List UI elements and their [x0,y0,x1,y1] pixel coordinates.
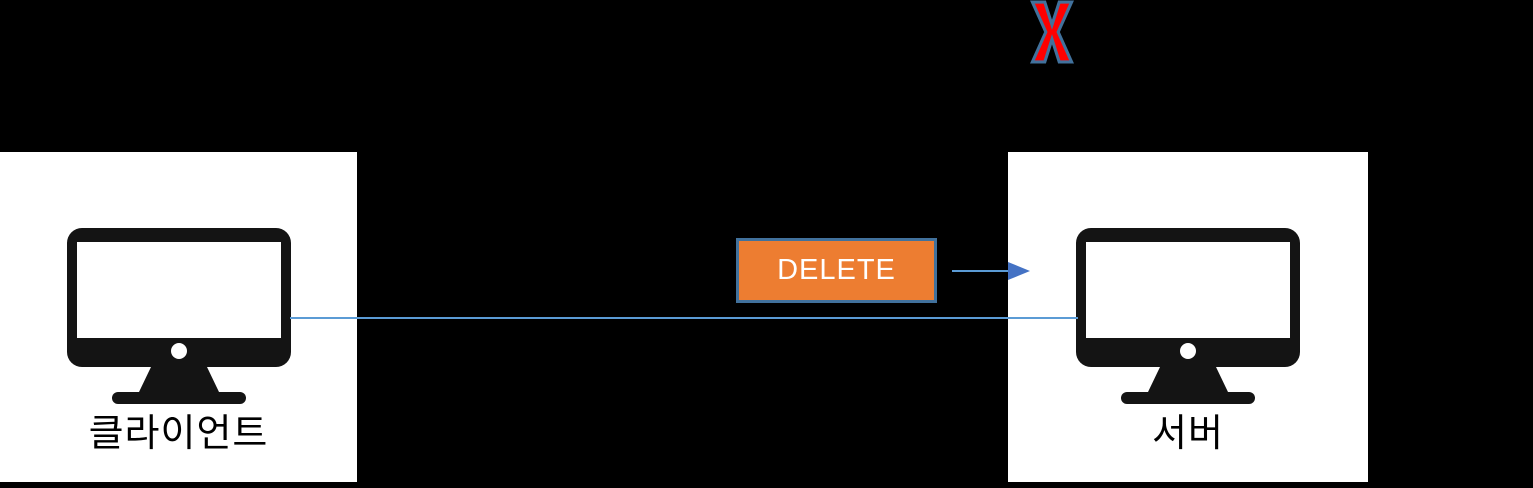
desktop-monitor-icon [66,228,291,404]
desktop-monitor-icon [1076,228,1300,404]
delete-request-box: DELETE [736,238,937,303]
request-arrow-icon [952,262,1030,280]
client-server-connector-line [290,317,1078,319]
server-label: 서버 [1152,413,1224,455]
client-label: 클라이언트 [88,413,269,455]
blocked-x-icon [1029,0,1075,64]
